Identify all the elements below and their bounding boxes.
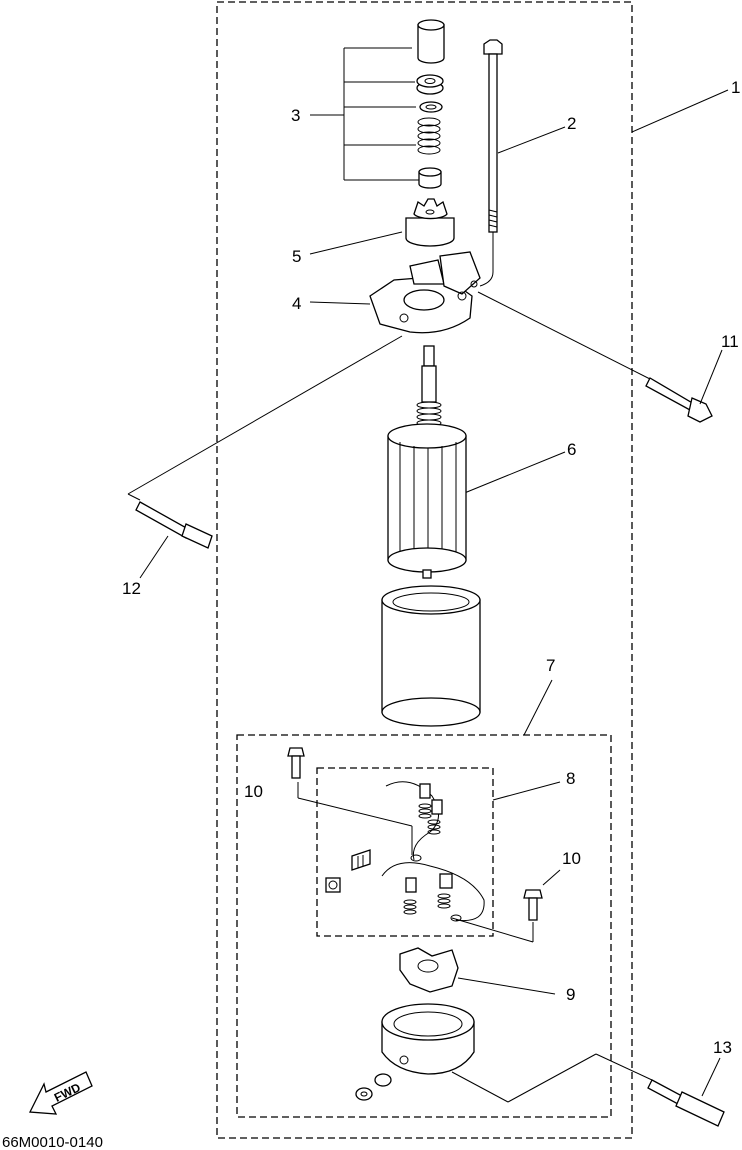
drawing-code: 66M0010-0140	[2, 1134, 103, 1150]
part-6-armature	[387, 345, 566, 579]
lower-end-cover	[355, 1003, 653, 1103]
part-10-bolt-left	[287, 747, 413, 855]
callout-6: 6	[567, 440, 576, 459]
callout-3: 3	[291, 106, 300, 125]
callout-10-left: 10	[244, 782, 263, 801]
callout-11: 11	[721, 332, 739, 351]
part-2-through-bolt	[479, 39, 566, 287]
yoke-housing	[381, 585, 481, 727]
part-10-bolt-right	[451, 869, 561, 943]
part-8-boundary	[316, 767, 494, 937]
part-5-pinion-gear	[309, 198, 455, 255]
callout-12: 12	[122, 579, 141, 598]
part-11-bolt	[477, 291, 723, 423]
callout-10-right: 10	[562, 849, 581, 868]
callout-2: 2	[567, 114, 576, 133]
callout-4: 4	[292, 294, 301, 313]
part-8-brush-holder	[325, 781, 485, 922]
part-3-pinion-kit	[310, 19, 445, 189]
part-13-bolt	[647, 1057, 725, 1127]
callout-1: 1	[731, 78, 740, 97]
part-12-bolt	[127, 335, 403, 579]
callout-13: 13	[713, 1038, 732, 1057]
assembly-boundary	[216, 1, 633, 1139]
fwd-arrow-icon: FWD	[28, 1071, 93, 1115]
callout-7: 7	[546, 656, 555, 675]
part-9-brush-plate	[399, 947, 556, 995]
callout-9: 9	[566, 985, 575, 1004]
callout-8: 8	[566, 769, 575, 788]
part-4-upper-bracket	[309, 251, 481, 334]
callout-5: 5	[292, 247, 301, 266]
part-7-boundary	[236, 734, 612, 1118]
